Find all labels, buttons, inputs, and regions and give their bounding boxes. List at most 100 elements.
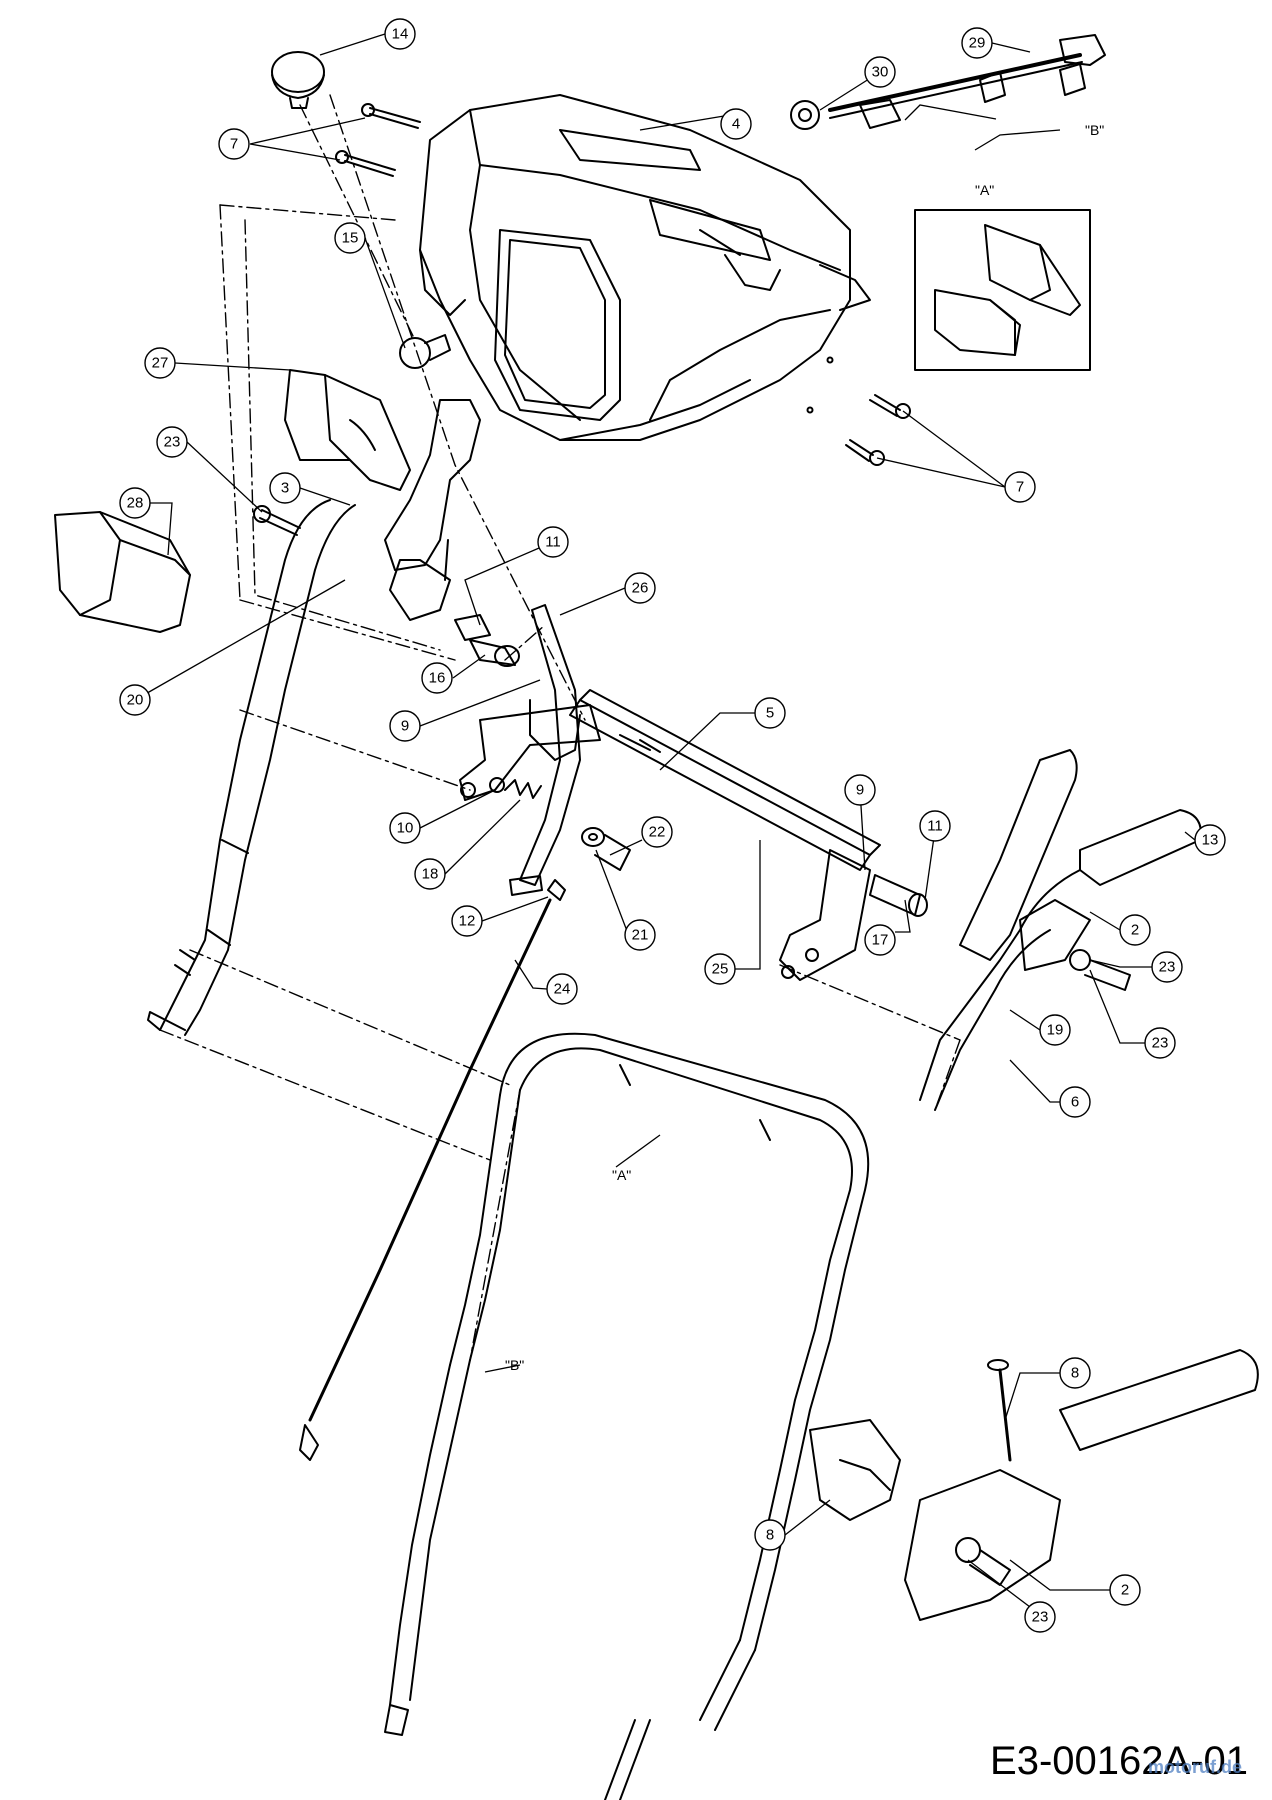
- dash-panel-console: [419, 94, 871, 441]
- callout-label-18: 18: [422, 866, 439, 883]
- callout-5: [754, 697, 786, 729]
- callout-13: [1194, 824, 1226, 856]
- callout-23c: [1144, 1027, 1176, 1059]
- callout-label-2a: 2: [1131, 922, 1139, 939]
- callout-label-22: 22: [649, 824, 666, 841]
- callout-label-17: 17: [872, 932, 889, 949]
- ref-label-b-handle: "B": [505, 1357, 524, 1373]
- callout-3: [269, 472, 301, 504]
- light-bulb: [399, 334, 451, 369]
- callout-23b: [1151, 951, 1183, 983]
- callout-bubbles: [119, 18, 1226, 1633]
- callout-8b: [754, 1519, 786, 1551]
- callout-label-10: 10: [397, 820, 414, 837]
- callout-label-8a: 8: [1071, 1365, 1079, 1382]
- callout-15: [334, 222, 366, 254]
- callout-label-14: 14: [392, 26, 409, 43]
- callout-12: [451, 905, 483, 937]
- chute-control-knob: [271, 51, 325, 109]
- callout-7a: [218, 128, 250, 160]
- callout-label-11a: 11: [545, 534, 561, 551]
- callout-14: [384, 18, 416, 50]
- callout-label-6: 6: [1071, 1094, 1079, 1111]
- callout-label-21: 21: [632, 927, 649, 944]
- callout-label-9a: 9: [401, 718, 409, 735]
- callout-25: [704, 953, 736, 985]
- callout-label-23a: 23: [164, 434, 181, 451]
- callout-label-4: 4: [732, 116, 740, 133]
- washer-bolt: [581, 827, 631, 871]
- callout-21: [624, 919, 656, 951]
- callout-19: [1039, 1014, 1071, 1046]
- callout-label-16: 16: [429, 670, 446, 687]
- callout-2a: [1119, 914, 1151, 946]
- callout-label-29: 29: [969, 35, 986, 52]
- callout-9b: [844, 774, 876, 806]
- callout-label-8b: 8: [766, 1527, 774, 1544]
- ref-label-a-top: "A": [975, 182, 994, 198]
- callout-label-5: 5: [766, 705, 774, 722]
- callout-label-23d: 23: [1032, 1609, 1049, 1626]
- callout-2b: [1109, 1574, 1141, 1606]
- callout-8a: [1059, 1357, 1091, 1389]
- callout-label-26: 26: [632, 580, 649, 597]
- callout-label-11b: 11: [927, 818, 943, 835]
- callout-label-9b: 9: [856, 782, 864, 799]
- callout-label-23b: 23: [1159, 959, 1176, 976]
- chute-deflector: [284, 369, 411, 491]
- cable-and-pin: [299, 879, 566, 1461]
- callout-17: [864, 924, 896, 956]
- inset-detail-box: [914, 209, 1091, 371]
- callout-label-2b: 2: [1121, 1582, 1129, 1599]
- ref-label-a-handle: "A": [612, 1167, 631, 1183]
- callout-label-3: 3: [281, 480, 289, 497]
- callout-18: [414, 858, 446, 890]
- callout-6: [1059, 1086, 1091, 1118]
- callout-28: [119, 487, 151, 519]
- callout-label-25: 25: [712, 961, 729, 978]
- callout-label-15: 15: [342, 230, 359, 247]
- callout-label-12: 12: [459, 913, 476, 930]
- callout-16: [421, 662, 453, 694]
- callout-label-30: 30: [872, 64, 889, 81]
- callout-label-27: 27: [152, 355, 169, 372]
- detail-handle-bracket: [809, 1349, 1259, 1621]
- left-handle-bar: [147, 499, 356, 1036]
- callout-22: [641, 816, 673, 848]
- callout-label-24: 24: [554, 981, 571, 998]
- callout-27: [144, 347, 176, 379]
- callout-26: [624, 572, 656, 604]
- drawing-code: E3-00162A-01: [990, 1739, 1248, 1783]
- callout-24: [546, 973, 578, 1005]
- lever-bracket: [509, 604, 581, 896]
- alignment-lines: [159, 94, 961, 1361]
- ref-label-b-top: "B": [1085, 122, 1104, 138]
- screws-right: [845, 394, 911, 466]
- watermark: motoruf.de: [1148, 1757, 1242, 1777]
- callout-29: [961, 27, 993, 59]
- spring: [489, 777, 542, 799]
- callout-leaders: [134, 33, 1196, 1608]
- callout-label-7a: 7: [230, 136, 238, 153]
- callout-23a: [156, 426, 188, 458]
- bolt-left: [253, 505, 301, 536]
- wire-harness: [790, 34, 1106, 130]
- callout-7b: [1004, 471, 1036, 503]
- callout-30: [864, 56, 896, 88]
- callout-20: [119, 684, 151, 716]
- bushing-left: [454, 614, 520, 667]
- callout-11a: [537, 526, 569, 558]
- callout-11b: [919, 810, 951, 842]
- callout-label-23c: 23: [1152, 1035, 1169, 1052]
- shift-lever-assembly: [384, 399, 481, 621]
- callout-label-20: 20: [127, 692, 144, 709]
- upper-handle-a: [449, 1032, 870, 1800]
- callout-4: [720, 108, 752, 140]
- callout-label-7b: 7: [1016, 479, 1024, 496]
- callout-label-19: 19: [1047, 1022, 1064, 1039]
- bushing-right: [869, 874, 928, 917]
- right-handle-bar: [919, 749, 1202, 1111]
- screws-top: [335, 103, 421, 177]
- callout-label-13: 13: [1202, 832, 1219, 849]
